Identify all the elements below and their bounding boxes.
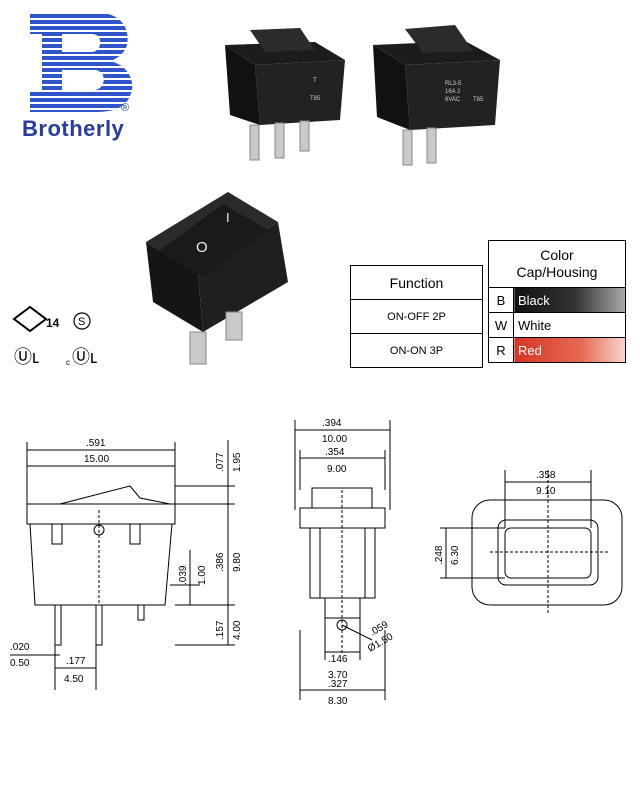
ul-mark-icon: Ⓤʟ [14, 347, 39, 367]
enec-number: 14 [46, 316, 60, 330]
dim-label: 9.80 [232, 552, 243, 572]
function-row: ON-OFF 2P [350, 299, 483, 334]
cul-prefix: c [66, 358, 70, 367]
dim-label: .354 [325, 447, 345, 458]
s-mark: S [78, 316, 85, 328]
dim-label: 4.00 [232, 620, 243, 640]
function-table: Function ON-OFF 2P ON-ON 3P [350, 265, 483, 368]
front-view [10, 440, 235, 690]
off-mark: O [196, 239, 208, 256]
s-mark-icon [73, 312, 91, 330]
dim-label: .591 [86, 438, 106, 449]
dim-label: .386 [215, 552, 226, 572]
color-header-line1: Color [540, 247, 574, 263]
registered-mark: ® [121, 102, 130, 114]
function-row: ON-ON 3P [350, 333, 483, 368]
dim-label: .327 [328, 679, 348, 690]
switch-mark: T85 [473, 97, 484, 103]
dim-label: .358 [536, 470, 556, 481]
certification-marks: 14 S Ⓤʟ c Ⓤʟ [12, 305, 122, 375]
switch-mark: T85 [310, 96, 321, 102]
on-mark: I [226, 210, 230, 225]
dim-label: 8.30 [328, 696, 348, 707]
function-header: Function [350, 265, 483, 300]
switch-mark: T [313, 78, 317, 84]
dim-label: .077 [215, 452, 226, 472]
color-code: R [488, 337, 514, 363]
dim-label: .039 [178, 565, 189, 585]
switch-photo-1: T T85 [205, 20, 355, 170]
color-name-white: White [513, 312, 626, 338]
cul-mark-icon: Ⓤʟ [72, 347, 97, 367]
dim-label: 1.95 [232, 452, 243, 472]
dim-label: 6.30 [450, 545, 461, 565]
switch-photo-3: I O [128, 182, 308, 374]
top-view [440, 470, 623, 615]
dim-label: 10.00 [322, 434, 347, 445]
dim-label: 0.50 [10, 658, 30, 669]
brand-name: Brotherly [22, 116, 125, 141]
dim-label: 9.00 [327, 464, 347, 475]
dim-label: .177 [66, 656, 86, 667]
dim-label: 15.00 [84, 454, 109, 465]
dim-label: 3.70 [328, 670, 348, 681]
dim-label: .248 [434, 545, 445, 565]
switch-mark: 6VAC [445, 97, 461, 103]
side-view [294, 420, 391, 700]
color-name-red: Red [513, 337, 626, 363]
logo-b-mark [30, 12, 133, 112]
dimension-drawings: .591 15.00 .077 1.95 .386 9.80 .039 1.00… [10, 418, 623, 707]
dim-label: 1.00 [197, 565, 208, 585]
color-code: B [488, 287, 514, 313]
brand-logo: ® Brotherly [22, 8, 162, 158]
dim-label: 9.10 [536, 486, 556, 497]
enec-icon [12, 305, 48, 333]
dim-label: 4.50 [64, 674, 84, 685]
dim-label: .157 [215, 620, 226, 640]
dim-label: .146 [328, 654, 348, 665]
dim-label: .394 [322, 418, 342, 429]
switch-photo-2: RL3-5 16A 2 6VAC T85 [365, 15, 505, 175]
switch-mark: 16A 2 [445, 89, 461, 95]
color-name-black: Black [513, 287, 626, 313]
color-header-line2: Cap/Housing [516, 264, 598, 280]
dim-label: .020 [10, 642, 30, 653]
color-code: W [488, 312, 514, 338]
switch-mark: RL3-5 [445, 81, 462, 87]
